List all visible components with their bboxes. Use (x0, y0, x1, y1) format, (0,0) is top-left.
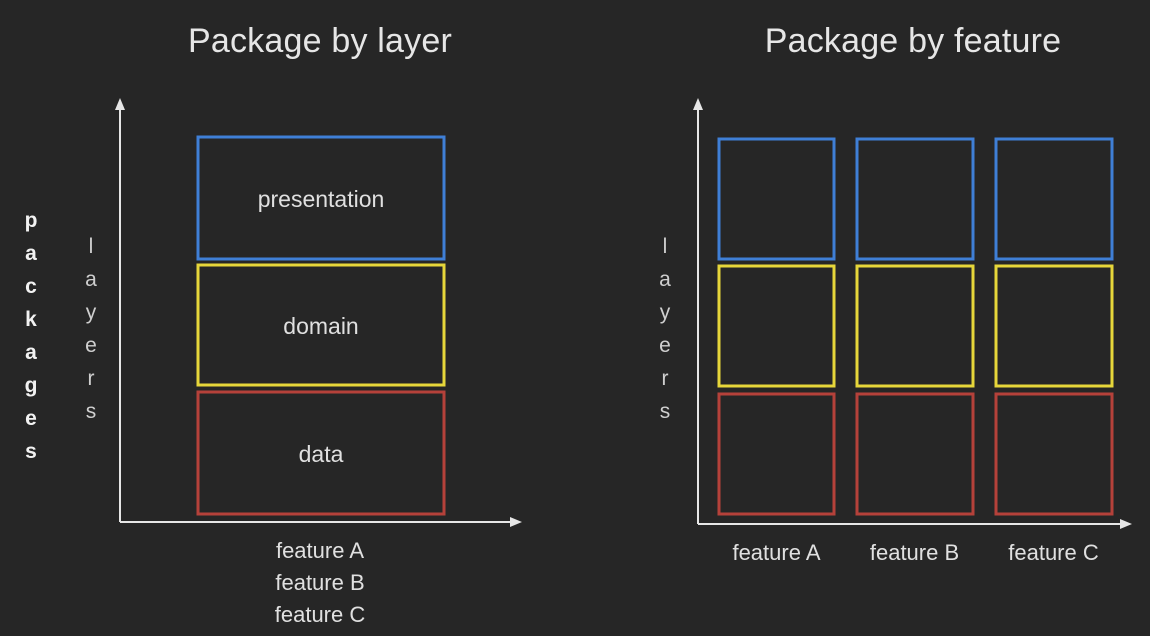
vertical-letter: s (85, 400, 97, 423)
vertical-letter: p (24, 209, 38, 232)
title-package-by-layer: Package by layer (187, 22, 452, 60)
domain-layer-box (196, 263, 446, 387)
vertical-letter: a (659, 268, 671, 291)
left-feature-a-label: feature A (275, 538, 365, 563)
left-x-axis-arrow (510, 517, 522, 527)
vertical-letter: g (24, 374, 38, 397)
vertical-letter: k (25, 308, 37, 331)
left-y-axis-arrow (115, 98, 125, 110)
presentation-layer-box (196, 135, 446, 261)
vertical-letter: a (25, 242, 37, 265)
vertical-letter: a (85, 268, 97, 291)
right-feature-a-label: feature A (732, 540, 821, 565)
feature-a-domain-box (717, 264, 836, 388)
left-feature-c-label: feature C (274, 602, 366, 627)
feature-c-presentation-box (994, 137, 1114, 261)
vertical-letter: r (87, 367, 95, 390)
vertical-letter: r (661, 367, 669, 390)
vertical-letter: l (662, 235, 668, 258)
presentation-label: presentation (257, 186, 385, 212)
domain-label: domain (283, 313, 359, 339)
right-y-axis-arrow (693, 98, 703, 110)
vertical-letter: c (25, 275, 37, 298)
vertical-letter: e (659, 334, 671, 357)
vertical-letter: a (25, 341, 37, 364)
feature-b-presentation-box (855, 137, 975, 261)
feature-a-presentation-box (717, 137, 836, 261)
vertical-letter: s (25, 440, 37, 463)
vertical-letter: y (85, 301, 97, 324)
vertical-letter: s (659, 400, 671, 423)
data-layer-box (196, 390, 446, 516)
data-label: data (298, 441, 344, 467)
title-package-by-feature: Package by feature (764, 22, 1062, 60)
vertical-letter: y (659, 301, 671, 324)
feature-c-domain-box (994, 264, 1114, 388)
feature-b-data-box (855, 392, 975, 516)
feature-c-data-box (994, 392, 1114, 516)
vertical-letter: l (88, 235, 94, 258)
vertical-letter: e (25, 407, 37, 430)
right-x-axis-arrow (1120, 519, 1132, 529)
right-feature-c-label: feature C (1008, 540, 1099, 565)
feature-a-data-box (717, 392, 836, 516)
right-feature-b-label: feature B (869, 540, 960, 565)
feature-b-domain-box (855, 264, 975, 388)
left-feature-b-label: feature B (275, 570, 365, 595)
vertical-letter: e (85, 334, 97, 357)
